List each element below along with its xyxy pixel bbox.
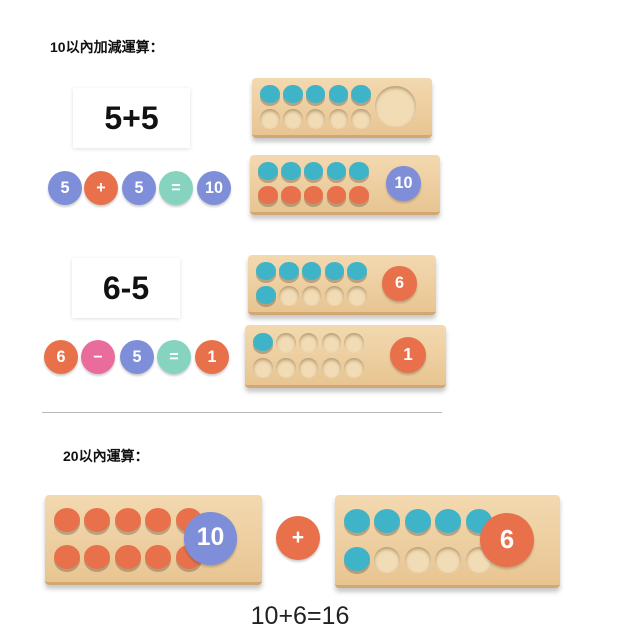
teal-peg (256, 286, 276, 304)
number-disc: 6 (44, 340, 78, 374)
teal-peg (303, 162, 324, 180)
empty-peg-hole (374, 546, 401, 573)
section-heading-within-20: 20以內運算： (63, 448, 149, 464)
number-badge-disc: 6 (382, 266, 417, 301)
teal-peg (305, 85, 326, 103)
orange-peg (258, 186, 278, 204)
empty-peg-hole (305, 109, 326, 129)
number-badge-disc: 6 (480, 513, 534, 567)
teal-peg (374, 508, 401, 534)
teal-peg (404, 508, 431, 534)
teal-peg (283, 85, 303, 103)
teal-peg (324, 262, 345, 280)
number-disc: 10 (197, 171, 231, 205)
equation-card-addition: 5+5 (73, 88, 190, 148)
teal-peg (349, 162, 369, 180)
teal-peg (435, 508, 462, 534)
empty-peg-hole (276, 358, 296, 378)
number-disc: − (81, 340, 115, 374)
empty-peg-hole (253, 358, 273, 378)
empty-peg-hole (321, 333, 342, 353)
teal-peg (351, 85, 371, 103)
empty-peg-hole (283, 109, 303, 129)
orange-peg (114, 544, 141, 569)
divider (42, 412, 442, 413)
empty-peg-hole (328, 109, 349, 129)
empty-peg-hole (298, 358, 319, 378)
empty-peg-hole (260, 109, 280, 129)
teal-peg (258, 162, 278, 180)
number-disc: 1 (195, 340, 229, 374)
orange-peg (53, 544, 81, 569)
empty-peg-hole (347, 286, 367, 306)
orange-peg (326, 186, 347, 204)
empty-peg-hole (321, 358, 342, 378)
teal-peg (260, 85, 280, 103)
empty-peg-hole (301, 286, 322, 306)
number-badge-disc: 10 (386, 166, 421, 201)
empty-peg-hole (298, 333, 319, 353)
teal-peg (253, 333, 273, 351)
number-disc: + (84, 171, 118, 205)
empty-peg-hole (435, 546, 462, 573)
empty-peg-hole (276, 333, 296, 353)
number-disc: = (157, 340, 191, 374)
orange-peg (145, 544, 172, 569)
empty-peg-hole (404, 546, 431, 573)
teal-peg (328, 85, 349, 103)
orange-peg (281, 186, 301, 204)
teal-peg (281, 162, 301, 180)
empty-peg-hole (279, 286, 299, 306)
number-disc: = (159, 171, 193, 205)
teal-peg (301, 262, 322, 280)
orange-peg (53, 508, 81, 533)
number-disc: 5 (120, 340, 154, 374)
teal-peg (343, 508, 371, 534)
plus-disc: + (276, 516, 320, 560)
orange-peg (145, 508, 172, 533)
teal-peg (256, 262, 276, 280)
empty-peg-hole (324, 286, 345, 306)
empty-peg-hole (344, 358, 364, 378)
orange-peg (84, 544, 111, 569)
result-equation: 10+6=16 (250, 602, 350, 630)
teal-peg (279, 262, 299, 280)
equation-card-subtraction: 6-5 (72, 258, 180, 318)
number-disc: 5 (122, 171, 156, 205)
orange-peg (303, 186, 324, 204)
orange-peg (84, 508, 111, 533)
empty-peg-hole (351, 109, 371, 129)
empty-peg-hole (344, 333, 364, 353)
teal-peg (326, 162, 347, 180)
teal-peg (347, 262, 367, 280)
orange-peg (349, 186, 369, 204)
section-heading-within-10: 10以內加減運算： (50, 39, 164, 55)
orange-peg (114, 508, 141, 533)
teal-peg (343, 546, 371, 571)
number-disc: 5 (48, 171, 82, 205)
number-badge-disc: 10 (184, 512, 237, 565)
badge-hole (375, 86, 416, 127)
number-badge-disc: 1 (390, 337, 426, 373)
